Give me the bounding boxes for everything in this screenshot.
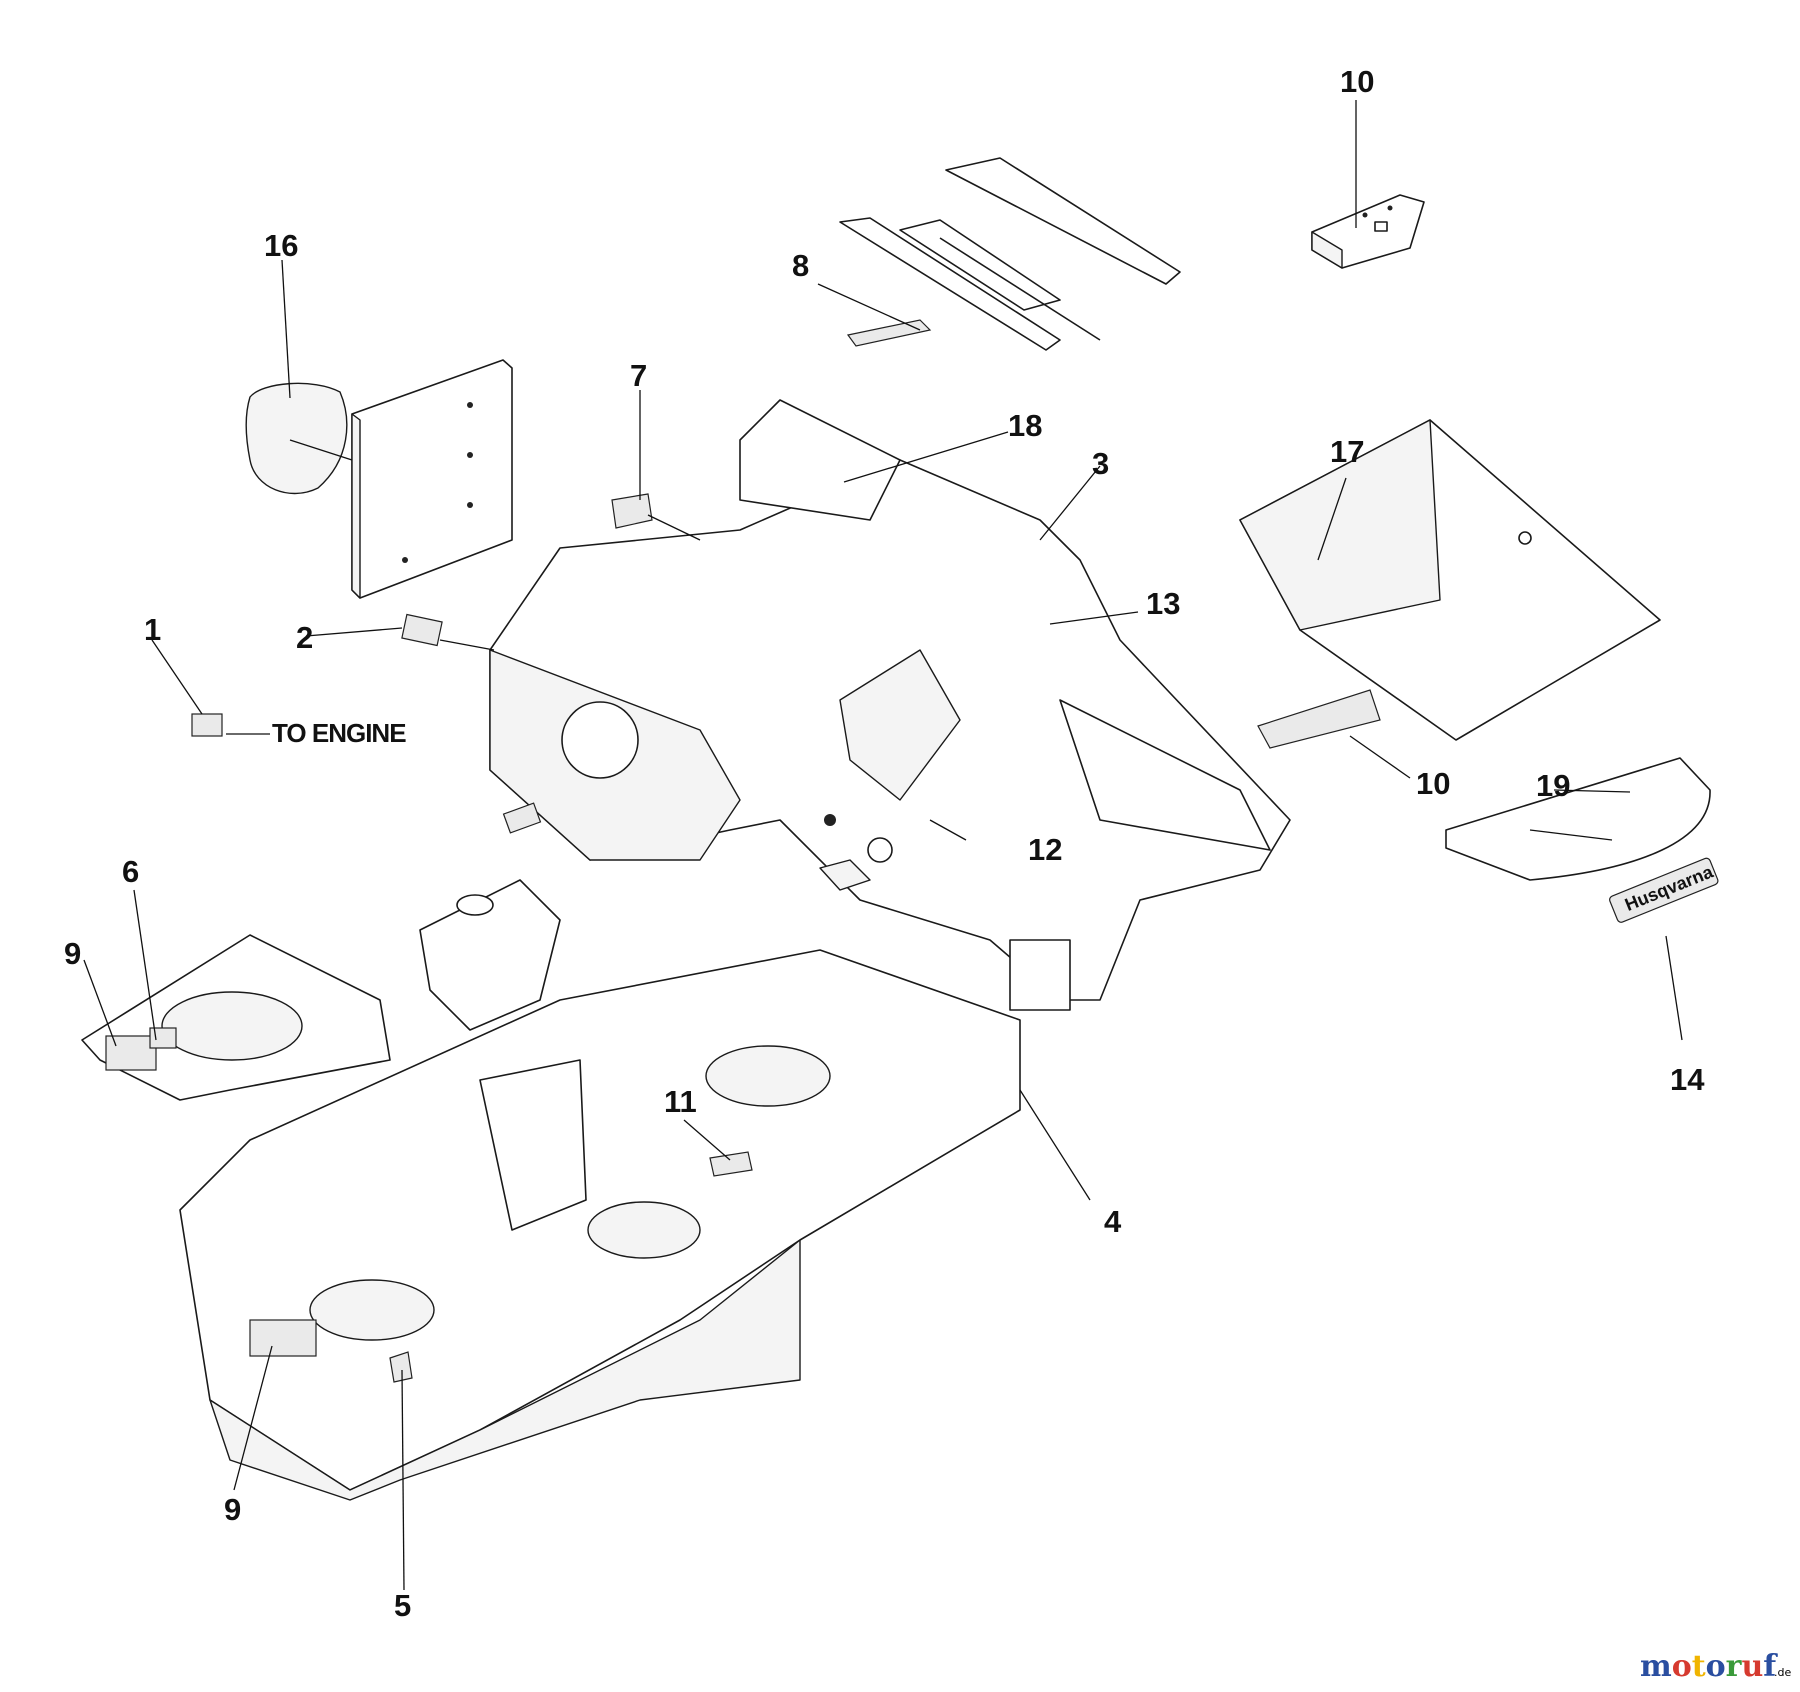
callout-7: 7 [630, 358, 647, 393]
watermark-name: motoruf [1640, 1649, 1778, 1684]
leader-lines [83, 100, 1683, 1591]
callout-10: 10 [1416, 766, 1450, 801]
part-2-decal [401, 613, 443, 647]
callout-9-upper: 9 [64, 936, 81, 971]
part-19-cover: Husqvarna [1445, 757, 1719, 923]
callout-14: 13 [1146, 586, 1180, 621]
part-6-plate [81, 934, 391, 1101]
callout-9-lower: 9 [224, 1492, 241, 1527]
part-1-decal [191, 713, 223, 737]
callout-12: 11 [664, 1084, 697, 1119]
part-10-decal [1257, 689, 1381, 749]
callout-16: 16 [264, 228, 298, 263]
callout-8: 8 [792, 248, 809, 283]
watermark-suffix: .de [1774, 1666, 1791, 1679]
callout-5: 5 [394, 1588, 411, 1623]
callout-3: 3 [1092, 446, 1109, 481]
part-12-decal [709, 1151, 753, 1177]
watermark-motoruf: motoruf .de [1640, 1649, 1791, 1684]
part-7-decal [611, 493, 653, 529]
callout-4: 4 [1104, 1204, 1122, 1239]
callout-2: 2 [296, 620, 313, 655]
part-17-seat-pan [1239, 419, 1661, 749]
callout-1: 1 [144, 612, 161, 647]
part-5-decal [389, 1351, 413, 1383]
callout-11: 10 [1340, 64, 1374, 99]
part-16-shield [245, 359, 513, 599]
callout-15: 14 [1670, 1062, 1705, 1097]
callout-19: 19 [1536, 768, 1570, 803]
callout-18: 18 [1008, 408, 1042, 443]
to-engine-label: TO ENGINE [272, 718, 406, 748]
part-chassis-main-frame [489, 399, 1291, 1011]
callout-6: 6 [122, 854, 139, 889]
part-9-deck-decal [249, 1319, 317, 1357]
part-8-frame-rails [839, 157, 1181, 351]
part-15-decal [1609, 857, 1719, 923]
fuel-tank-part [419, 802, 561, 1031]
part-11-bracket [1311, 194, 1425, 269]
callout-13: 12 [1028, 832, 1062, 867]
callout-17: 17 [1330, 434, 1364, 469]
mower-deck [179, 949, 1021, 1501]
